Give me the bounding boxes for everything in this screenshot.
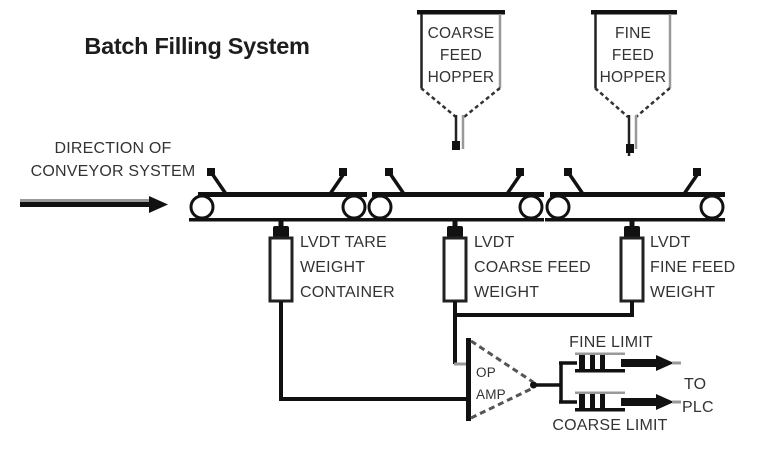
roller-icon — [341, 194, 367, 220]
belt-guide-right — [328, 174, 345, 195]
wire-tare-to-opamp — [279, 301, 466, 401]
direction-label-line2: CONVEYOR SYSTEM — [31, 163, 196, 180]
hopper-top-edge — [417, 10, 505, 15]
wire-fine-to-junction — [456, 301, 634, 317]
lvdt-plunger — [273, 226, 289, 238]
fine-limit-arrow — [621, 359, 658, 367]
hopper-top-edge — [591, 10, 677, 15]
plc-label-line1: TO — [684, 376, 706, 393]
plc-label-line2: PLC — [682, 399, 714, 416]
lvdt-tare-label-line1: LVDT TARE — [300, 234, 387, 251]
lvdt-tare-sensor: LVDT TARE WEIGHT CONTAINER — [268, 221, 466, 401]
lvdt-fine-label-line2: FINE FEED — [650, 259, 735, 276]
lvdt-fine-label-line3: WEIGHT — [650, 284, 715, 301]
fine-feed-hopper: FINE FEED HOPPER — [591, 10, 677, 156]
coarse-hopper-label-line1: COARSE — [428, 25, 495, 42]
fine-hopper-label-line1: FINE — [615, 25, 651, 42]
plc-label: TO PLC — [682, 376, 714, 416]
op-amp-bottom-edge — [470, 386, 534, 420]
belt-guide-right — [682, 174, 699, 195]
funnel-right-edge — [463, 87, 501, 118]
lvdt-coarse-label-line2: COARSE FEED — [474, 259, 591, 276]
lvdt-fine-sensor: LVDT FINE FEED WEIGHT — [456, 221, 735, 317]
conveyor-segment-1 — [189, 168, 367, 222]
op-amp-top-edge — [470, 339, 534, 384]
direction-arrow-icon — [20, 196, 168, 213]
coarse-limit-label: COARSE LIMIT — [552, 417, 667, 434]
lvdt-plunger — [624, 226, 640, 238]
direction-label-line1: DIRECTION OF — [54, 140, 171, 157]
roller-icon — [699, 194, 725, 220]
coarse-hopper-label-line3: HOPPER — [428, 69, 495, 86]
fine-hopper-label-line2: FEED — [612, 47, 654, 64]
fine-limit-switch: FINE LIMIT — [569, 334, 681, 373]
belt-guide-left — [568, 174, 585, 195]
lvdt-coarse-label-line1: LVDT — [474, 234, 515, 251]
op-amp: OP AMP — [466, 338, 578, 421]
lvdt-body — [619, 236, 645, 303]
funnel-left-edge — [420, 87, 457, 118]
lvdt-coarse-sensor: LVDT COARSE FEED WEIGHT — [442, 221, 591, 366]
coarse-hopper-label-line2: FEED — [440, 47, 482, 64]
op-amp-label-line1: OP — [476, 365, 496, 380]
op-amp-input-edge — [466, 338, 471, 421]
fine-limit-label: FINE LIMIT — [569, 334, 653, 351]
page-title: Batch Filling System — [84, 33, 309, 59]
lvdt-tare-label-line3: CONTAINER — [300, 284, 395, 301]
lvdt-body — [268, 236, 294, 303]
conveyor-segment-3 — [545, 168, 725, 222]
belt-guide-right — [505, 174, 522, 195]
roller-icon — [518, 194, 544, 220]
belt-guide-left — [389, 174, 406, 195]
lvdt-plunger — [447, 226, 463, 238]
lvdt-fine-label-line1: LVDT — [650, 234, 691, 251]
lvdt-body — [442, 236, 468, 303]
conveyor-segment-2 — [367, 168, 544, 222]
fine-hopper-label-line3: HOPPER — [600, 69, 667, 86]
coarse-feed-hopper: COARSE FEED HOPPER — [417, 10, 505, 150]
direction-label: DIRECTION OF CONVEYOR SYSTEM — [31, 140, 196, 180]
op-amp-label-line2: AMP — [476, 387, 506, 402]
belt-guide-left — [211, 174, 228, 195]
roller-icon — [189, 194, 215, 220]
roller-icon — [545, 194, 571, 220]
roller-icon — [367, 194, 393, 220]
lvdt-tare-label-line2: WEIGHT — [300, 259, 365, 276]
lvdt-coarse-label-line3: WEIGHT — [474, 284, 539, 301]
funnel-right-edge — [635, 87, 671, 118]
funnel-left-edge — [594, 87, 629, 118]
coarse-limit-switch: COARSE LIMIT — [552, 391, 681, 434]
coarse-limit-arrow — [621, 398, 658, 406]
